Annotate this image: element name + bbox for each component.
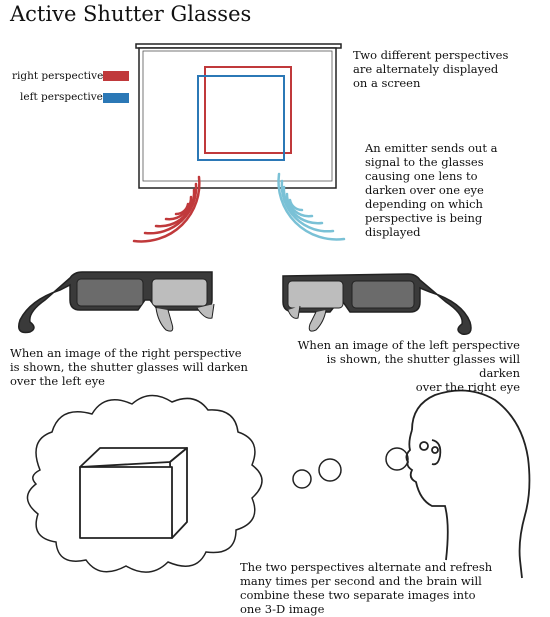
legend-right-label: right perspective (12, 70, 104, 82)
cube-3d (79, 447, 188, 539)
signal-waves-blue (277, 172, 346, 241)
page-title: Active Shutter Glasses (10, 2, 252, 26)
thought-bubble-large (385, 447, 409, 471)
left-lens-clear (287, 280, 344, 309)
shutter-glasses-right-dark (282, 273, 472, 335)
shutter-glasses-left-dark (18, 271, 215, 334)
right-lens-clear (151, 278, 208, 307)
projection-screen (135, 43, 342, 189)
head-profile (405, 389, 531, 579)
legend-right-swatch (103, 71, 129, 81)
left-perspective-frame (197, 75, 285, 161)
right-lens-dark (351, 280, 415, 309)
thought-bubble-medium (318, 458, 342, 482)
signal-waves-red (132, 175, 201, 243)
caption-screen: Two different perspectives are alternate… (353, 48, 509, 90)
right-perspective-frame (204, 66, 292, 154)
legend-left-swatch (103, 93, 129, 103)
thought-bubble-small (292, 469, 312, 489)
legend-left-label: left perspective (20, 91, 103, 103)
caption-right-view: When an image of the right perspective i… (10, 346, 248, 388)
caption-emitter: An emitter sends out a signal to the gla… (365, 141, 498, 239)
left-lens-dark (76, 278, 144, 307)
caption-brain: The two perspectives alternate and refre… (240, 560, 493, 616)
caption-left-view: When an image of the left perspective is… (297, 338, 520, 394)
